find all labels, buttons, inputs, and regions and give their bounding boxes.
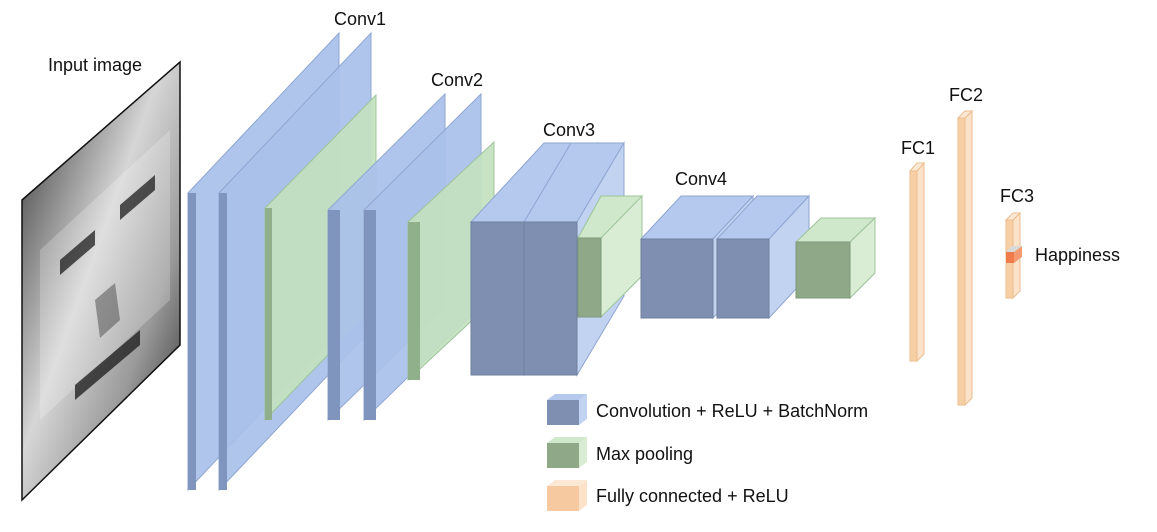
- conv3-conv-layer-1: [470, 221, 525, 376]
- fc2-layer: [957, 117, 966, 406]
- legend-label-pool: Max pooling: [596, 444, 694, 464]
- legend-swatch-pool: [547, 437, 587, 468]
- conv3-block: [469, 141, 643, 377]
- input-image-label: Input image: [48, 55, 143, 75]
- fc2-label: FC2: [948, 85, 984, 105]
- fc3-label: FC3: [999, 186, 1035, 206]
- legend-swatch-conv: [547, 394, 587, 425]
- legend-swatch-fc: [547, 480, 587, 511]
- conv4-conv-layer-2: [716, 238, 770, 319]
- legend: [547, 394, 587, 511]
- fc1-layer: [909, 170, 918, 362]
- fc3-output-unit: [1006, 252, 1014, 263]
- conv1-block: [187, 31, 377, 492]
- conv2-label: Conv2: [430, 70, 484, 90]
- conv3-label: Conv3: [542, 120, 596, 140]
- conv1-label: Conv1: [333, 9, 387, 29]
- legend-label-conv: Convolution + ReLU + BatchNorm: [596, 401, 869, 421]
- conv4-conv-layer-1: [640, 238, 714, 319]
- output-label: Happiness: [1035, 245, 1121, 265]
- fc-layers: [908, 109, 1022, 407]
- conv4-label: Conv4: [674, 169, 728, 189]
- legend-label-fc: Fully connected + ReLU: [596, 486, 789, 506]
- conv3-pool-layer: [577, 237, 602, 318]
- fc1-label: FC1: [900, 138, 936, 158]
- conv4-block: [639, 194, 877, 320]
- conv3-conv-layer-2: [523, 221, 578, 376]
- input-image: [21, 60, 181, 502]
- conv4-pool-layer: [795, 241, 851, 299]
- conv2-block: [327, 92, 495, 422]
